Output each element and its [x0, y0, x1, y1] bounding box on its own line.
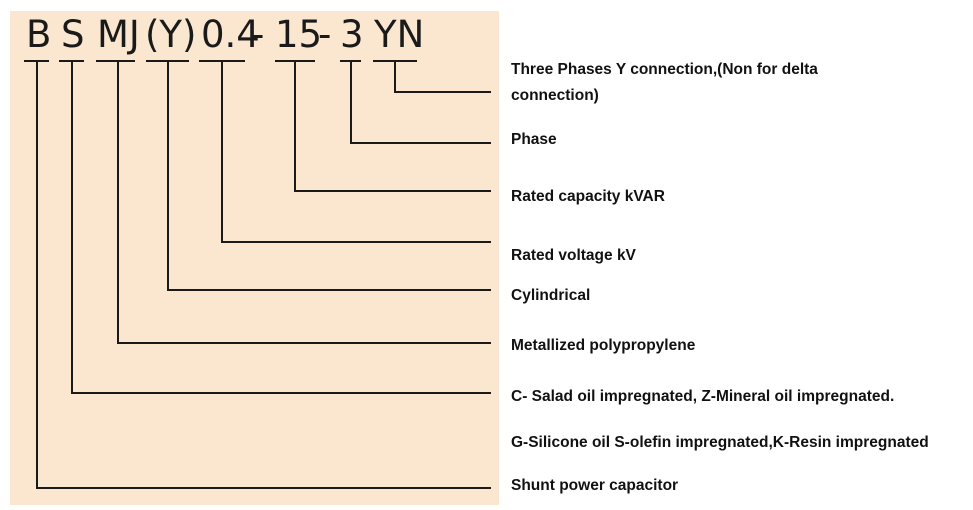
leader-voltage — [221, 60, 491, 243]
label-connection: Three Phases Y connection,(Non for delta… — [511, 61, 818, 104]
code-phase: 3 — [340, 13, 364, 56]
label-oil: C- Salad oil impregnated, Z-Mineral oil … — [511, 388, 895, 405]
leader-phase — [350, 60, 491, 144]
label-silicone: G-Silicone oil S-olefin impregnated,K-Re… — [511, 434, 929, 451]
code-letters-mj: MJ — [97, 13, 140, 56]
diagram-panel — [10, 11, 499, 505]
code-voltage: 0.4 — [201, 13, 260, 56]
label-metallized: Metallized polypropylene — [511, 337, 696, 354]
code-letter-y: (Y) — [145, 13, 197, 56]
code-connection: YN — [374, 13, 425, 56]
label-phase: Phase — [511, 131, 557, 148]
leader-metallized — [117, 60, 491, 344]
code-letter-b: B — [26, 13, 52, 56]
label-shunt: Shunt power capacitor — [511, 477, 679, 494]
label-voltage: Rated voltage kV — [511, 247, 636, 264]
code-dash-1: - — [251, 13, 265, 56]
leader-oil — [71, 60, 491, 394]
leader-connection — [394, 60, 491, 93]
code-dash-2: - — [318, 13, 332, 56]
label-cylindrical: Cylindrical — [511, 287, 591, 304]
leader-shunt — [36, 60, 491, 489]
label-capacity: Rated capacity kVAR — [511, 188, 665, 205]
leader-capacity — [294, 60, 491, 192]
leader-cylindrical — [167, 60, 491, 291]
code-capacity: 15 — [275, 13, 323, 56]
code-letter-s: S — [61, 13, 85, 56]
